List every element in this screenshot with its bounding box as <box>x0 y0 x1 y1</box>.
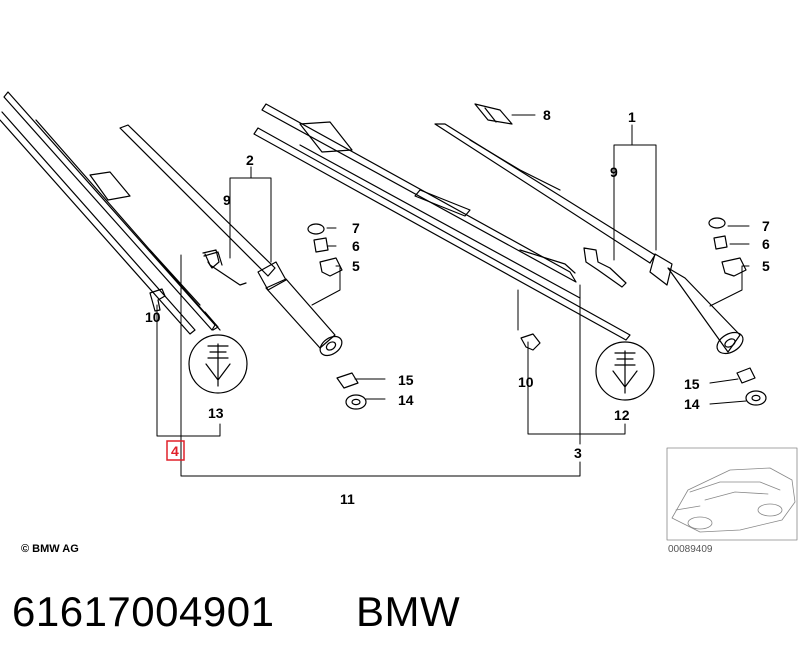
callout-12: 12 <box>614 407 630 423</box>
brand-name: BMW <box>356 588 460 635</box>
right-wiper-blade <box>253 103 631 341</box>
rubber-symbol-13 <box>188 334 248 394</box>
right-wiper-arm <box>434 123 744 355</box>
left-wiper-arm <box>119 124 343 357</box>
leader-lines <box>156 114 750 477</box>
callout-2: 2 <box>246 152 254 168</box>
callout-15-right: 15 <box>684 376 700 392</box>
callout-8: 8 <box>543 107 551 123</box>
callout-5-right: 5 <box>762 258 770 274</box>
callout-4: 4 <box>171 443 179 459</box>
right-adapter-clip <box>583 247 627 288</box>
image-number: 00089409 <box>668 544 713 555</box>
callout-13: 13 <box>208 405 224 421</box>
callout-11: 11 <box>340 491 355 507</box>
left-adapter-clip <box>202 249 220 269</box>
callout-14-right: 14 <box>684 396 700 412</box>
callout-9-left: 9 <box>223 192 231 208</box>
callout-9-right: 9 <box>610 164 618 180</box>
callout-6-right: 6 <box>762 236 770 252</box>
copyright-text: © BMW AG <box>21 543 79 555</box>
callout-3: 3 <box>574 445 582 461</box>
callouts: 1 2 3 4 5 5 6 6 7 7 8 9 9 10 10 11 12 13… <box>145 107 770 507</box>
right-fasteners <box>520 217 767 406</box>
callout-5-left: 5 <box>352 258 360 274</box>
highlight-box-4 <box>166 440 185 461</box>
callout-1: 1 <box>628 109 636 125</box>
left-wiper-blade <box>0 91 221 335</box>
vehicle-thumbnail <box>666 447 798 541</box>
rubber-symbol-12 <box>595 341 655 401</box>
callout-14-left: 14 <box>398 392 414 408</box>
callout-7-left: 7 <box>352 220 360 236</box>
part-number: 61617004901 <box>12 588 274 635</box>
callout-6-left: 6 <box>352 238 360 254</box>
part-8-clip <box>474 103 513 125</box>
callout-10-left: 10 <box>145 309 161 325</box>
left-fasteners <box>149 223 367 410</box>
callout-10-right: 10 <box>518 374 534 390</box>
callout-15-left: 15 <box>398 372 414 388</box>
callout-7-right: 7 <box>762 218 770 234</box>
